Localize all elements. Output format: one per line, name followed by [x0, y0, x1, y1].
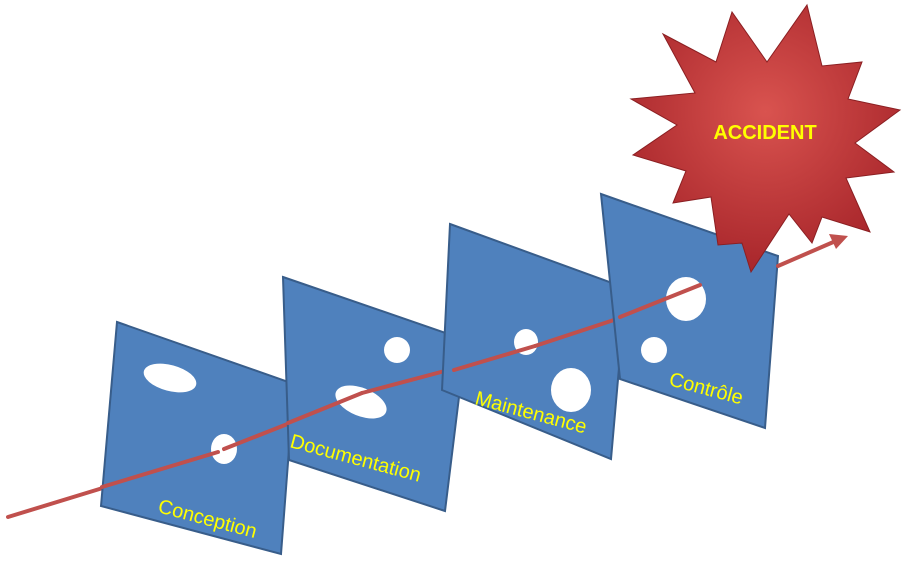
hole	[143, 363, 197, 393]
trajectory-segment-gap	[222, 421, 292, 451]
hole	[335, 385, 387, 419]
layer-conception: Conception	[99, 320, 296, 556]
hole	[641, 337, 667, 363]
trajectory-segment	[286, 391, 364, 425]
trajectory-segment	[452, 344, 537, 372]
layer-documentation: Documentation	[281, 275, 468, 513]
trajectory-segment	[618, 283, 702, 319]
trajectory-segment-gap	[533, 314, 628, 348]
trajectory-segment	[100, 450, 220, 489]
trajectory-segment-gap	[360, 366, 458, 395]
layer-maintenance: Maintenance	[440, 222, 628, 461]
accident-label: ACCIDENT	[713, 122, 816, 144]
layer-controle: Contrôle	[599, 192, 780, 430]
hole	[384, 337, 410, 363]
trajectory-segment-end	[776, 238, 840, 268]
trajectory-arrowhead	[829, 234, 848, 249]
trajectory-segment-start	[6, 485, 108, 519]
hole	[551, 368, 591, 412]
accident-starburst: ACCIDENT	[629, 3, 902, 274]
